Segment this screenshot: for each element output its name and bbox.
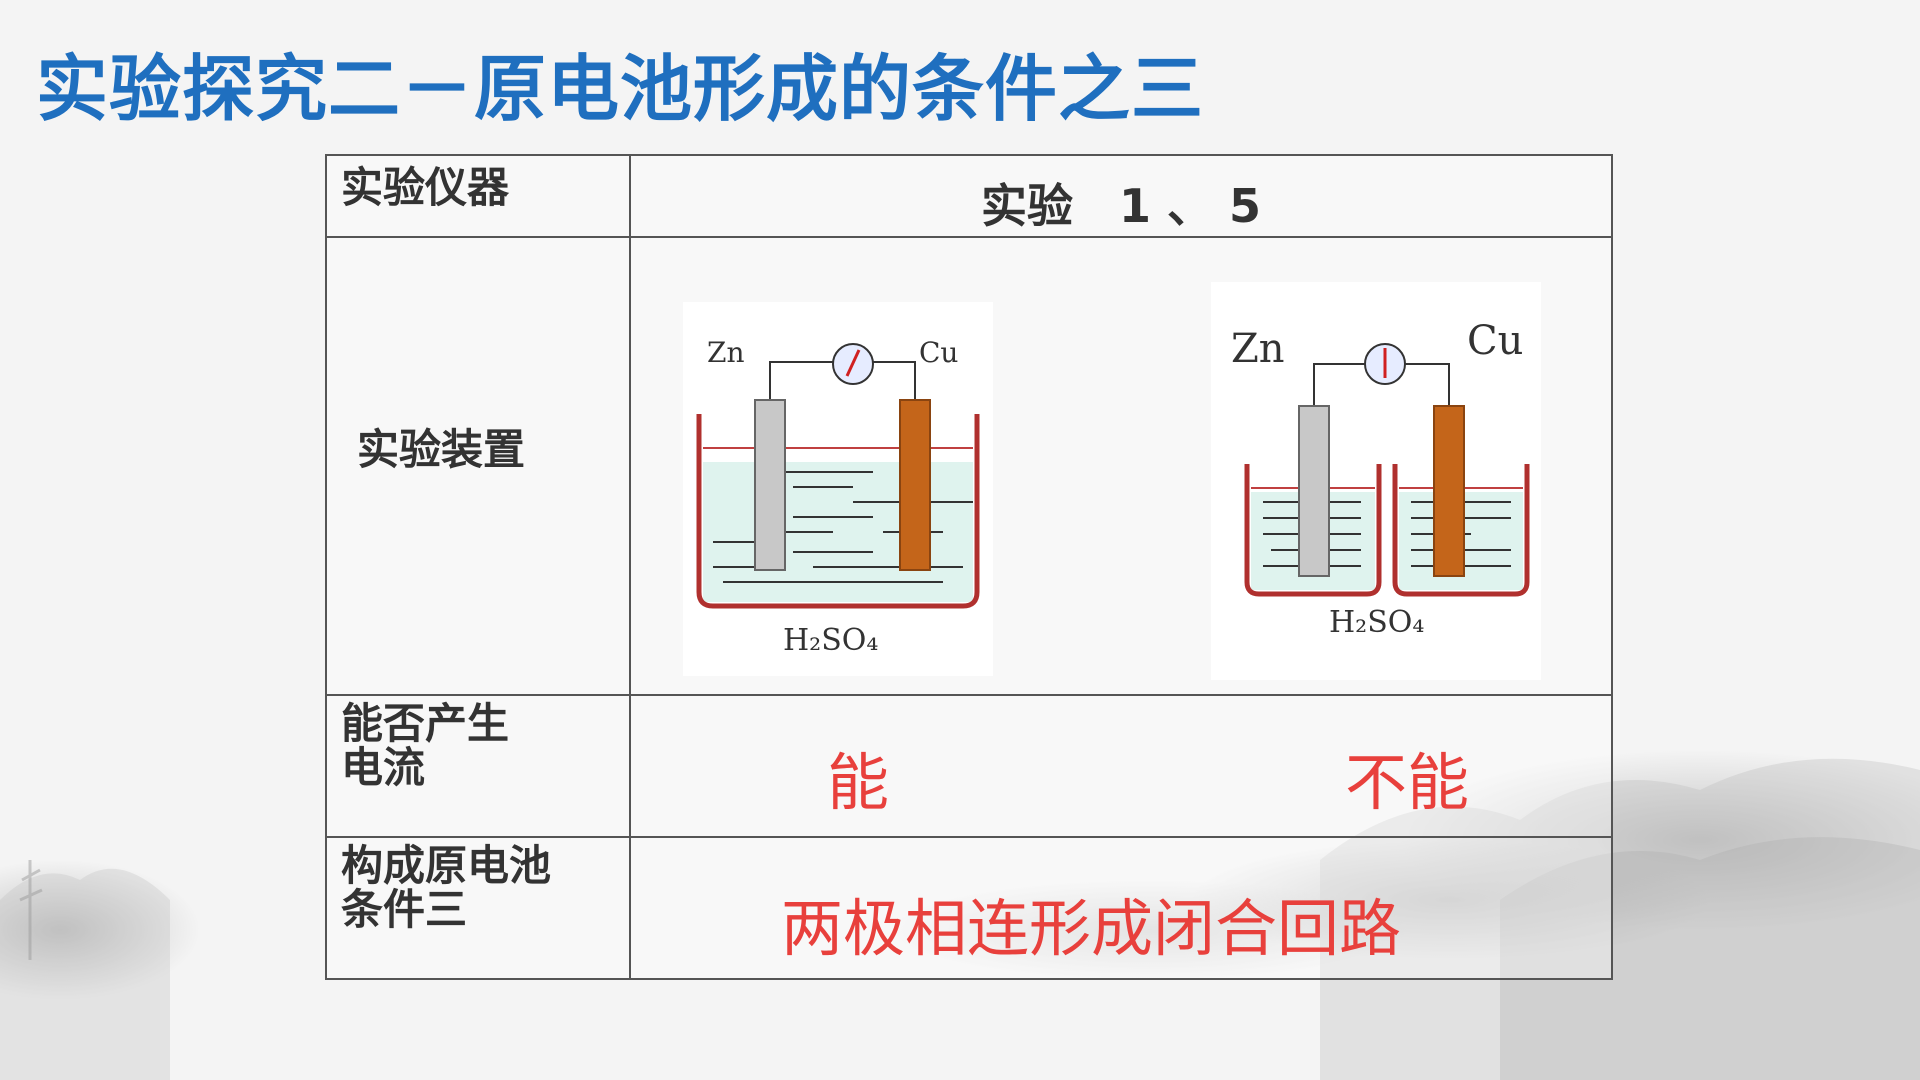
beaker-left (1244, 464, 1382, 597)
zn-label: Zn (707, 336, 745, 369)
zn-label: Zn (1231, 326, 1285, 372)
galvanometer-icon (1364, 343, 1406, 385)
apparatus-single-beaker: Zn Cu (683, 302, 993, 676)
zinc-electrode (754, 399, 786, 571)
apparatus-two-beakers: Zn Cu (1211, 282, 1541, 680)
cu-label: Cu (919, 336, 958, 369)
table-row: 实验仪器 实验 1 、 5 (325, 154, 1613, 238)
h2so4-label: H₂SO₄ (1329, 605, 1424, 640)
table-row: 实验装置 Zn Cu (325, 236, 1613, 696)
page-title: 实验探究二－原电池形成的条件之三 (36, 47, 1205, 131)
beaker (696, 414, 980, 609)
answer-no: 不能 (1345, 746, 1470, 819)
cu-label: Cu (1467, 318, 1523, 364)
galvanometer-icon (832, 343, 874, 385)
current-label: 能否产生 电流 (341, 699, 510, 792)
condition-text: 两极相连形成闭合回路 (781, 892, 1402, 965)
copper-electrode (899, 399, 931, 571)
condition-label: 构成原电池 条件三 (341, 841, 552, 934)
apparatus-label: 实验装置 (357, 425, 526, 474)
table-row: 构成原电池 条件三 两极相连形成闭合回路 (325, 836, 1613, 980)
beaker-right (1392, 464, 1530, 597)
copper-electrode (1433, 405, 1465, 577)
instrument-label: 实验仪器 (341, 163, 510, 212)
zinc-electrode (1298, 405, 1330, 577)
table-row: 能否产生 电流 能 不能 (325, 694, 1613, 838)
answer-yes: 能 (827, 746, 890, 819)
experiment-table: 实验仪器 实验 1 、 5 实验装置 Zn Cu (325, 154, 1613, 980)
experiment-number: 实验 1 、 5 (980, 179, 1262, 233)
h2so4-label: H₂SO₄ (783, 623, 878, 658)
